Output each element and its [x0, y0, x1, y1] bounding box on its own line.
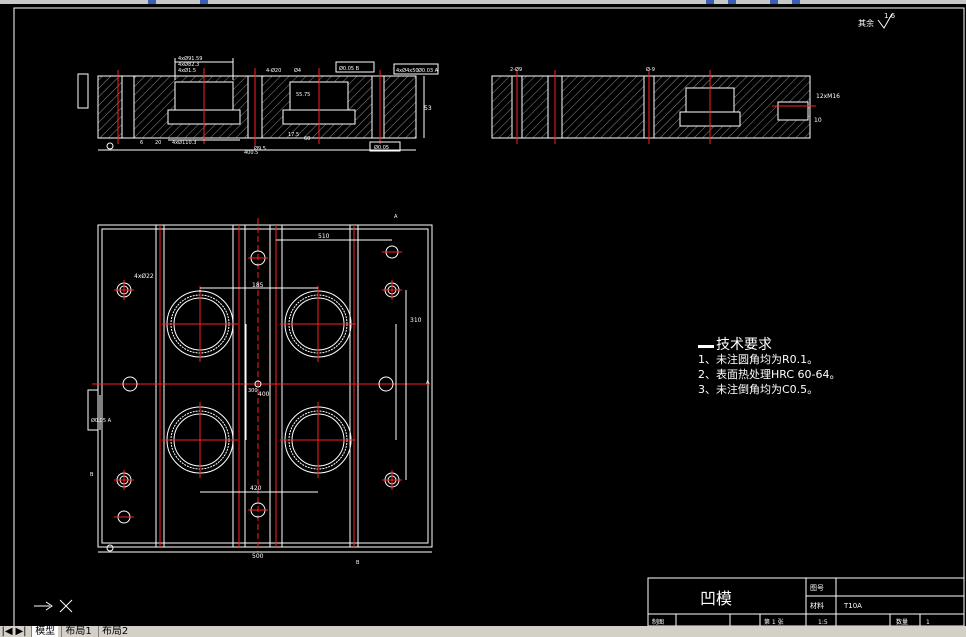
- roughness-value: 1.6: [884, 12, 896, 20]
- tolerance-frame-plan: [87, 389, 99, 431]
- dim-right-3: 10: [814, 117, 822, 124]
- section-view-right: 2-Ø9 Ø-9 12xM16 10: [491, 66, 840, 144]
- layout-tab-bar: |◀▶| 模型 布局1 布局2: [0, 626, 966, 637]
- title-drawn-label: 制图: [652, 618, 664, 626]
- dim-plan-1: 510: [318, 233, 330, 240]
- corner-label-2: B: [90, 472, 94, 478]
- tab-layout1[interactable]: 布局1: [61, 626, 94, 637]
- dim-left-17: 20: [155, 140, 161, 146]
- tab-nav-first-icon[interactable]: |◀: [1, 626, 13, 637]
- roughness-note: 其余 1.6: [858, 12, 896, 29]
- dim-plan-3: 400: [258, 391, 270, 398]
- cavity-bottom-right: [280, 402, 356, 478]
- tech-requirements: 技术要求 1、未注圆角均为R0.1。 2、表面热处理HRC 60-64。 3、未…: [698, 337, 841, 396]
- dim-left-1: 4xØ82.3: [178, 61, 199, 68]
- title-material-label: 材料: [810, 601, 824, 610]
- roughness-label: 其余: [858, 18, 874, 28]
- cavity-top-right: [280, 286, 356, 362]
- corner-label-0: A: [394, 214, 398, 220]
- title-block: [647, 577, 965, 627]
- dim-right-0: 2-Ø9: [510, 66, 522, 73]
- dim-plan-5: 500: [252, 553, 264, 560]
- cavity-top-left: [162, 286, 238, 362]
- dim-left-13: Ø9.5: [254, 145, 266, 152]
- tab-nav-last-icon[interactable]: ▶|: [15, 626, 27, 637]
- tech-item-1: 1、未注圆角均为R0.1。: [698, 352, 818, 366]
- dim-left-3: 4-Ø20: [266, 67, 281, 74]
- title-sheet-label: 第 1 张: [764, 618, 784, 626]
- title-quantity-value: 1: [926, 619, 930, 626]
- dim-left-14: 53: [424, 105, 432, 112]
- dim-right-2: 12xM16: [816, 93, 840, 100]
- tab-model[interactable]: 模型: [31, 626, 59, 637]
- dim-left-15: 6: [140, 140, 143, 146]
- dim-left-7: 4xØ4x50: [396, 67, 419, 74]
- tech-title: 技术要求: [716, 337, 772, 353]
- toolbar-strip: [0, 0, 966, 4]
- title-part-name: 凹模: [700, 589, 732, 608]
- plan-view: 4xØ22 510 185 400 420 500 310 Ø0.05 A 30…: [87, 214, 433, 566]
- ucs-icon: [34, 599, 73, 613]
- tab-layout2[interactable]: 布局2: [97, 626, 131, 637]
- title-quantity-label: 数量: [896, 618, 908, 626]
- dim-left-12: Ø0.05: [374, 144, 389, 151]
- title-scale-value: 1:5: [818, 619, 828, 626]
- dim-left-16: 17.5: [288, 132, 299, 138]
- dim-plan-8: 300: [248, 388, 258, 394]
- plan-dimension-lines: [98, 239, 432, 553]
- dim-left-6: Ø0.05 B: [339, 65, 360, 72]
- title-material-value: T10A: [843, 602, 862, 610]
- drawing-canvas[interactable]: 其余 1.6 4xØ91.59 4xØ82.3 4xØ1.5 4-Ø20 55.…: [0, 4, 966, 631]
- corner-label-1: A: [426, 380, 430, 386]
- dim-plan-2: 185: [252, 282, 264, 289]
- cad-drawing: 其余 1.6 4xØ91.59 4xØ82.3 4xØ1.5 4-Ø20 55.…: [13, 7, 965, 631]
- dim-plan-0: 4xØ22: [134, 273, 154, 280]
- dim-plan-7: Ø0.05 A: [91, 417, 112, 424]
- dim-left-5: Ø4: [294, 67, 301, 74]
- section-view-left: 4xØ91.59 4xØ82.3 4xØ1.5 4-Ø20 55.75 Ø4 Ø…: [77, 55, 439, 156]
- dim-left-4: 55.75: [296, 92, 310, 98]
- dim-left-2: 4xØ1.5: [178, 67, 196, 74]
- corner-label-3: B: [356, 560, 360, 566]
- dim-right-1: Ø-9: [646, 66, 655, 73]
- dim-left-8: Ø0.03 A: [418, 67, 439, 74]
- dim-left-11: 60: [304, 136, 310, 142]
- title-drawing-no-label: 图号: [810, 584, 824, 592]
- cavity-bottom-left: [162, 402, 238, 478]
- dim-left-9: 4xØ110.3: [172, 139, 196, 146]
- tech-item-2: 2、表面热处理HRC 60-64。: [698, 367, 841, 381]
- tech-item-3: 3、未注倒角均为C0.5。: [698, 382, 818, 396]
- dim-left-0: 4xØ91.59: [178, 55, 202, 62]
- hole-centerlines: [114, 251, 402, 518]
- dim-plan-6: 310: [410, 317, 422, 324]
- dim-left-10: 400.5: [244, 150, 258, 156]
- dim-plan-4: 420: [250, 485, 262, 492]
